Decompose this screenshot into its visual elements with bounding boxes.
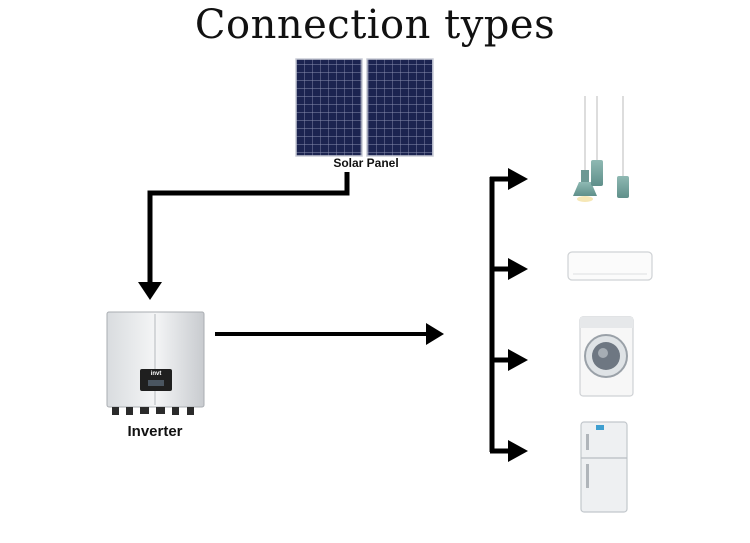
branch-arrow-washing-machine bbox=[490, 349, 528, 371]
solar-panel-icon bbox=[295, 58, 434, 157]
inverter-brand-label: invt bbox=[150, 371, 162, 377]
inverter-icon bbox=[106, 311, 205, 415]
arrow-inverter-to-loads bbox=[215, 323, 444, 345]
arrow-solar-to-inverter bbox=[138, 172, 350, 300]
air-conditioner-icon bbox=[567, 251, 653, 281]
inverter-label: Inverter bbox=[127, 423, 183, 440]
refrigerator-icon bbox=[580, 421, 628, 513]
branch-arrow-air-conditioner bbox=[490, 258, 528, 280]
diagram-title: Connection types bbox=[194, 2, 556, 48]
solar-panel-label: Solar Panel bbox=[333, 156, 399, 170]
branch-arrow-lamps bbox=[490, 168, 528, 190]
branch-arrow-refrigerator bbox=[490, 440, 528, 462]
washing-machine-icon bbox=[579, 316, 634, 397]
pendant-lamps-icon bbox=[573, 96, 629, 202]
